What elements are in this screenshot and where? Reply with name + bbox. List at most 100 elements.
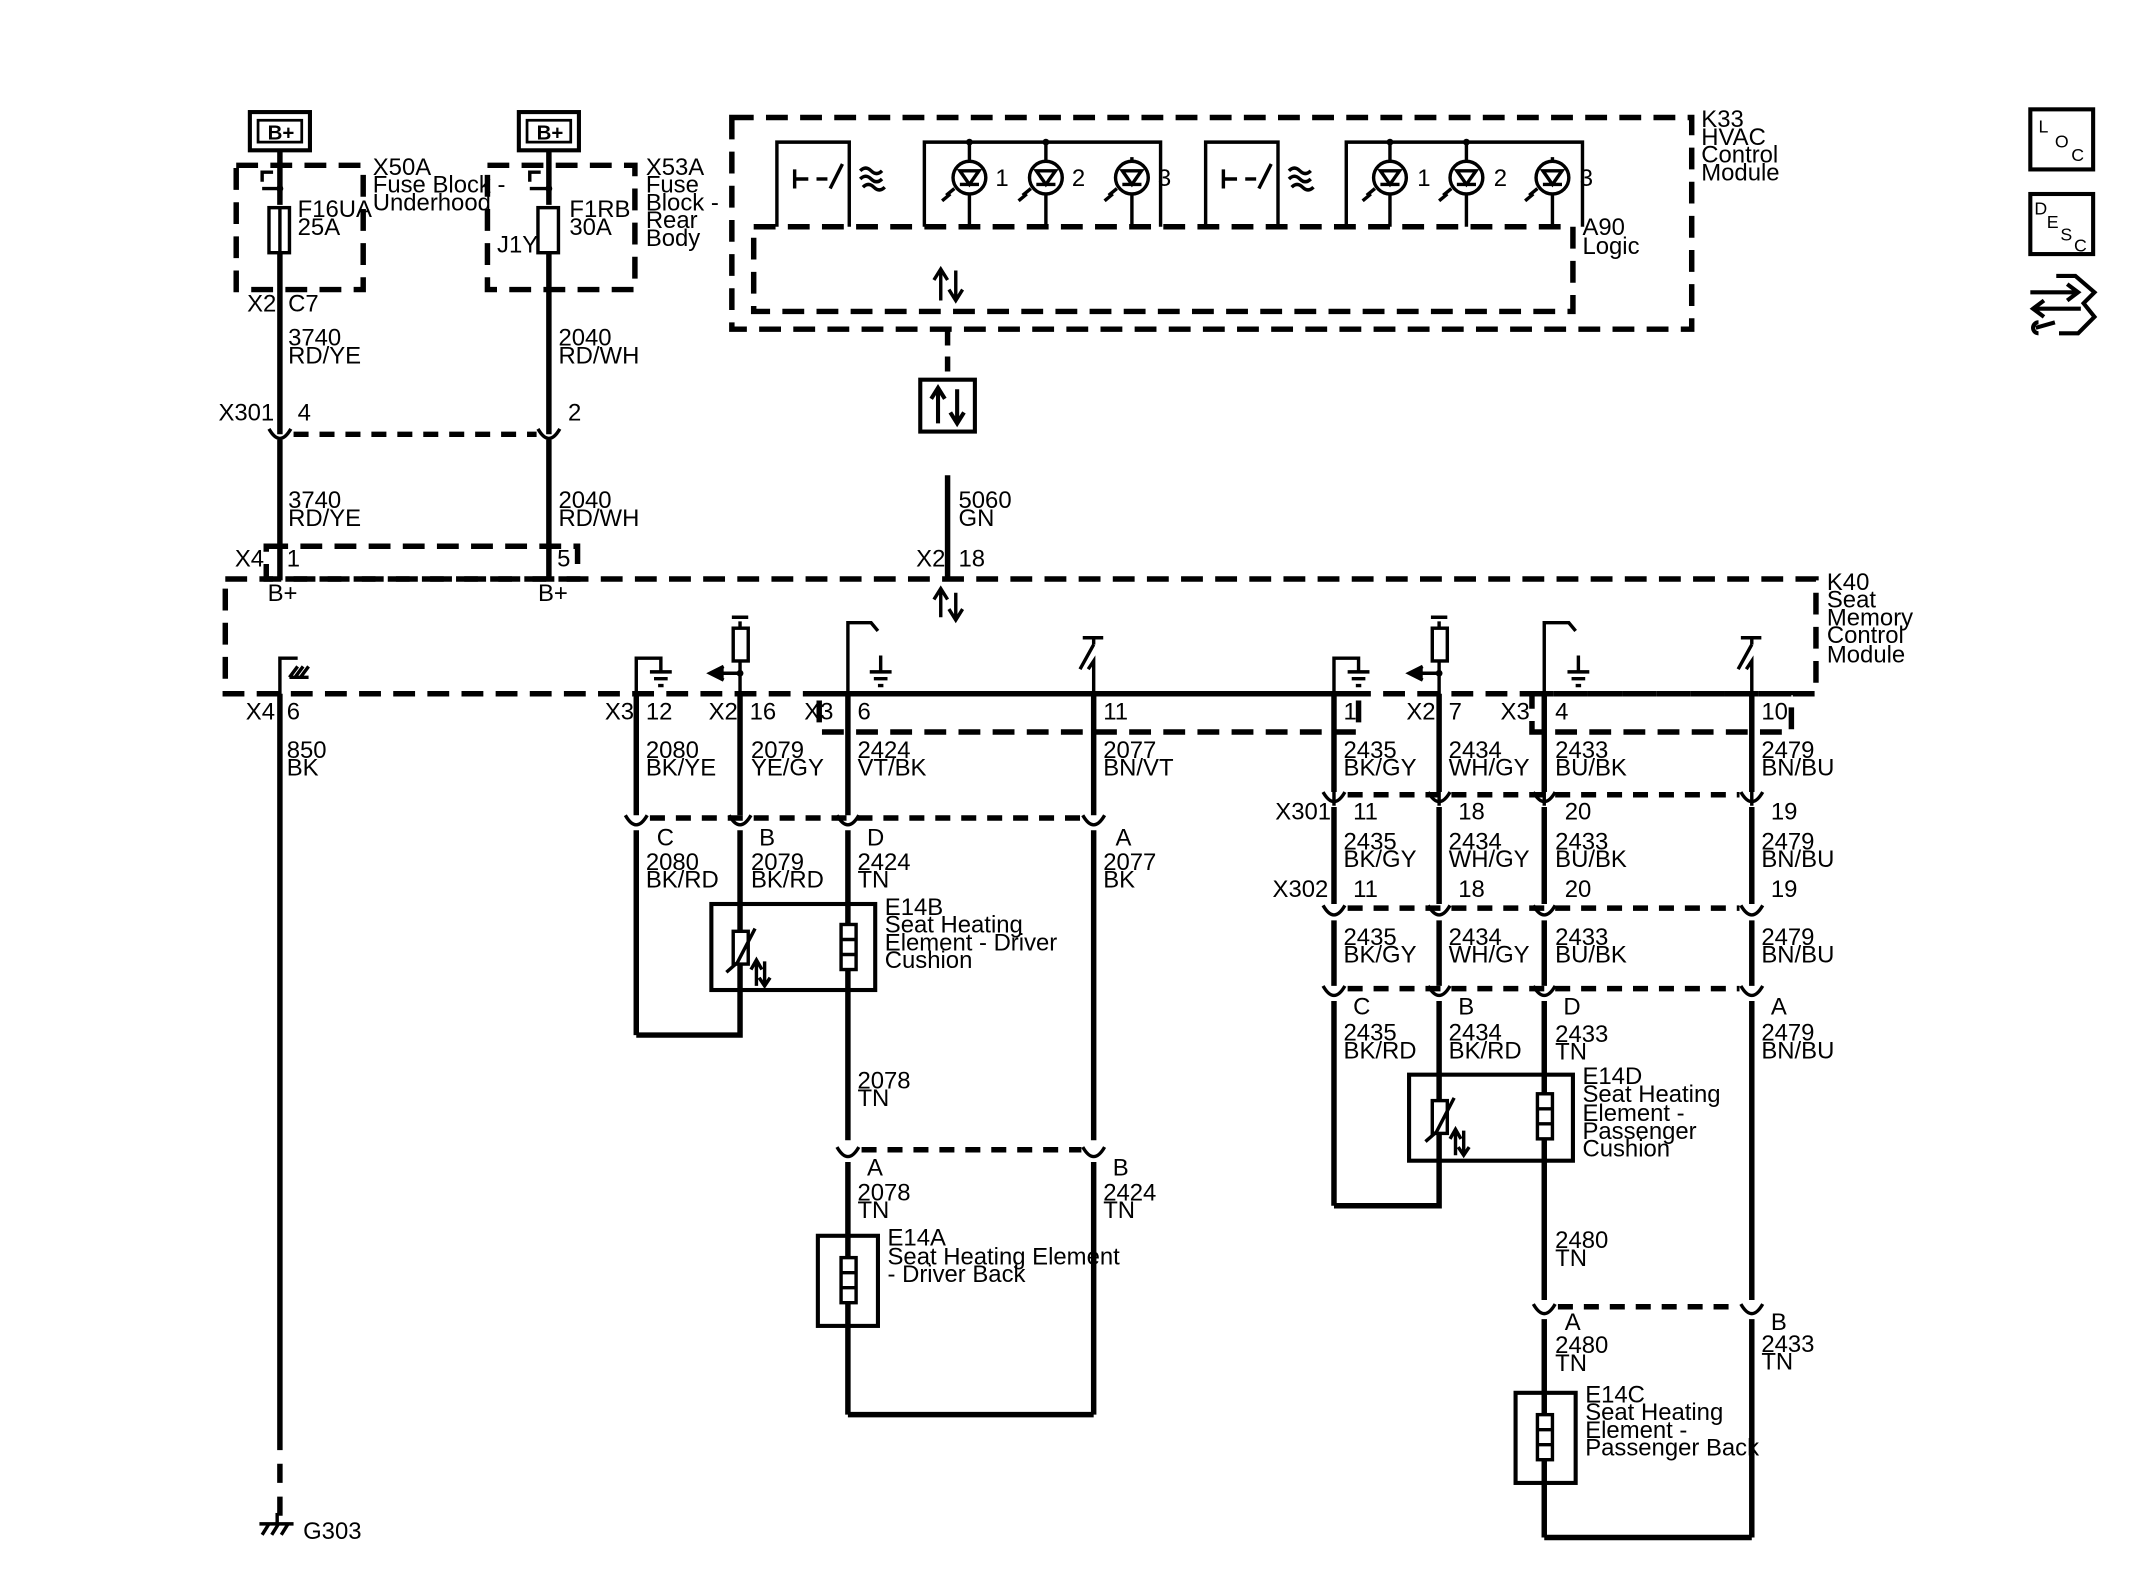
module-b-plus-2: B+ bbox=[538, 580, 568, 607]
driver-wire-upper-2-color: VT/BK bbox=[857, 755, 926, 782]
passenger-wire-upper-2-number: 2433 bbox=[1555, 737, 1608, 764]
driver-wire-lower-2-number: 2424 bbox=[857, 849, 910, 876]
passenger-conn-letter-1: B bbox=[1458, 994, 1474, 1021]
passenger-wire-lower-3-color: BN/BU bbox=[1761, 1037, 1834, 1064]
driver-wire-lower-2-color: TN bbox=[857, 867, 889, 894]
heating-element-icon bbox=[839, 1255, 858, 1305]
passenger-wire-lower-0-color: BK/RD bbox=[1344, 1037, 1417, 1064]
passenger-wire-upper-0-color: BK/GY bbox=[1344, 755, 1417, 782]
serial-data-link: 5060 GN X2 18 bbox=[916, 330, 1012, 581]
driver-led-group: 1 2 3 bbox=[922, 138, 1171, 227]
led-icon bbox=[1103, 157, 1150, 227]
passenger-wire-upper-3-color: BN/BU bbox=[1761, 755, 1834, 782]
passenger-wire-mid2-2-color: BU/BK bbox=[1555, 942, 1627, 969]
desc-letter-d: D bbox=[2034, 198, 2047, 218]
wire-2040-number-lower: 2040 bbox=[558, 487, 611, 514]
passenger-wire-upper-2-color: BU/BK bbox=[1555, 755, 1627, 782]
wire-2040-color: RD/WH bbox=[558, 342, 639, 369]
x301-passenger-pin-0: 11 bbox=[1353, 798, 1378, 825]
driver-wire-upper-3-color: BN/VT bbox=[1103, 755, 1174, 782]
passenger-wire-mid-1-color: WH/GY bbox=[1449, 846, 1530, 873]
driver-back-wire-0-number: 2078 bbox=[857, 1179, 910, 1206]
passenger-conn-letter-3: A bbox=[1771, 994, 1787, 1021]
heating-element-icon bbox=[1535, 1092, 1555, 1141]
driver-cushion-label-3: Cushion bbox=[885, 947, 973, 974]
desc-letter-c: C bbox=[2074, 235, 2087, 255]
ground-icon bbox=[1567, 670, 1590, 688]
hvac-module-label-1: HVAC bbox=[1701, 124, 1766, 151]
passenger-wire-mid2-2-number: 2433 bbox=[1555, 924, 1608, 951]
passenger-back-wire-0-color: TN bbox=[1555, 1350, 1587, 1377]
led-number-1: 1 bbox=[995, 165, 1008, 192]
x301-passenger-pin-3: 19 bbox=[1771, 798, 1798, 825]
driver-back-label-0: E14A bbox=[888, 1224, 946, 1251]
ground-wire-g303: 850 BK G303 bbox=[259, 693, 362, 1545]
driver-back-element: E14A Seat Heating Element - Driver Back bbox=[815, 1224, 1120, 1328]
x4-connector: X4 bbox=[235, 546, 264, 573]
x302-label: X302 bbox=[1273, 876, 1329, 903]
passenger-wire-mid-3-color: BN/BU bbox=[1761, 846, 1834, 873]
led-number-3: 3 bbox=[1158, 165, 1171, 192]
hvac-connector: X2 bbox=[916, 546, 945, 573]
driver-wire-lower-1-color: BK/RD bbox=[751, 867, 824, 894]
x301-label-passenger: X301 bbox=[1275, 798, 1331, 825]
heating-element-icon bbox=[1535, 1412, 1555, 1462]
desc-letter-s: S bbox=[2060, 224, 2072, 244]
driver-conn-letter-3: A bbox=[1116, 824, 1132, 851]
desc-letter-e: E bbox=[2047, 212, 2059, 232]
passenger-cushion-element: E14D Seat Heating Element - Passenger Cu… bbox=[1407, 1063, 1721, 1163]
passenger-wire-mid2-1-number: 2434 bbox=[1449, 924, 1502, 951]
driver-back-wire-1-color: TN bbox=[1103, 1197, 1135, 1224]
x301-pin-4: 4 bbox=[298, 400, 311, 427]
x4-pin-5: 5 bbox=[557, 546, 570, 573]
seat-heat-icon bbox=[1287, 166, 1315, 192]
passenger-wire-upper-3-number: 2479 bbox=[1761, 737, 1814, 764]
serial-data-arrows-icon bbox=[932, 585, 965, 624]
passenger-pin-connector-2: X3 bbox=[1501, 699, 1530, 726]
passenger-wire-upper-0-number: 2435 bbox=[1344, 737, 1397, 764]
driver-wire-upper-1-color: YE/GY bbox=[751, 755, 824, 782]
led-icon bbox=[1361, 138, 1409, 227]
passenger-cushion-label-3: Passenger bbox=[1582, 1118, 1696, 1145]
passenger-wire-mid-1-number: 2434 bbox=[1449, 828, 1502, 855]
b-plus-supply-1: B+ bbox=[247, 110, 312, 153]
passenger-led-group: 1 2 3 bbox=[1344, 138, 1593, 227]
hvac-module-label-0: K33 bbox=[1701, 106, 1743, 133]
loc-letter-l: L bbox=[2039, 117, 2049, 137]
driver-pin-connector-2: X3 bbox=[804, 699, 833, 726]
wire-3740-number: 3740 bbox=[288, 325, 341, 352]
wire-5060-number: 5060 bbox=[959, 487, 1012, 514]
fuse-f1rb bbox=[536, 205, 561, 255]
led-icon bbox=[1438, 138, 1485, 227]
passenger-mid-wire-color: TN bbox=[1555, 1245, 1587, 1272]
b-plus-label-1: B+ bbox=[268, 121, 295, 144]
loc-letter-c: C bbox=[2071, 145, 2084, 165]
x4-pin-1: 1 bbox=[287, 546, 300, 573]
passenger-wire-mid-0-number: 2435 bbox=[1344, 828, 1397, 855]
fuse-block-2-label-3: Rear bbox=[646, 207, 698, 234]
fuse-2-rating: 30A bbox=[569, 214, 612, 241]
wire-3740-color-lower: RD/YE bbox=[288, 505, 361, 532]
hvac-control-module: K33 HVAC Control Module A90 Logic bbox=[729, 106, 1780, 332]
fuse-1-rating: 25A bbox=[298, 214, 341, 241]
passenger-wire-lower-1-color: BK/RD bbox=[1449, 1037, 1522, 1064]
passenger-cushion-label-1: Seat Heating bbox=[1582, 1081, 1720, 1108]
fuse-block-rear-body: X53A Fuse Block - Rear Body F1RB 30A J1Y… bbox=[484, 150, 719, 435]
connector-repair-icon[interactable] bbox=[2029, 273, 2098, 336]
passenger-pin-0: 1 bbox=[1344, 699, 1357, 726]
fuse-2-name: F1RB bbox=[569, 196, 630, 223]
driver-heated-seat-switch bbox=[775, 140, 886, 227]
passenger-wire-upper-1-number: 2434 bbox=[1449, 737, 1502, 764]
location-view-button[interactable]: L O C bbox=[2028, 107, 2096, 172]
passenger-cushion-label-4: Cushion bbox=[1582, 1136, 1670, 1163]
hvac-module-label-3: Module bbox=[1701, 159, 1779, 186]
description-view-button[interactable]: D E S C bbox=[2028, 191, 2096, 257]
x301-passenger-pin-2: 20 bbox=[1565, 798, 1592, 825]
wrench-icon bbox=[2031, 320, 2056, 336]
x302-pin-2: 20 bbox=[1565, 876, 1592, 903]
fuse-block-2-label-0: X53A bbox=[646, 154, 704, 181]
fuse-block-2-label-4: Body bbox=[646, 225, 700, 252]
ground-icon bbox=[649, 670, 672, 688]
passenger-wire-mid2-0-number: 2435 bbox=[1344, 924, 1397, 951]
passenger-wire-lower-0-number: 2435 bbox=[1344, 1020, 1397, 1047]
